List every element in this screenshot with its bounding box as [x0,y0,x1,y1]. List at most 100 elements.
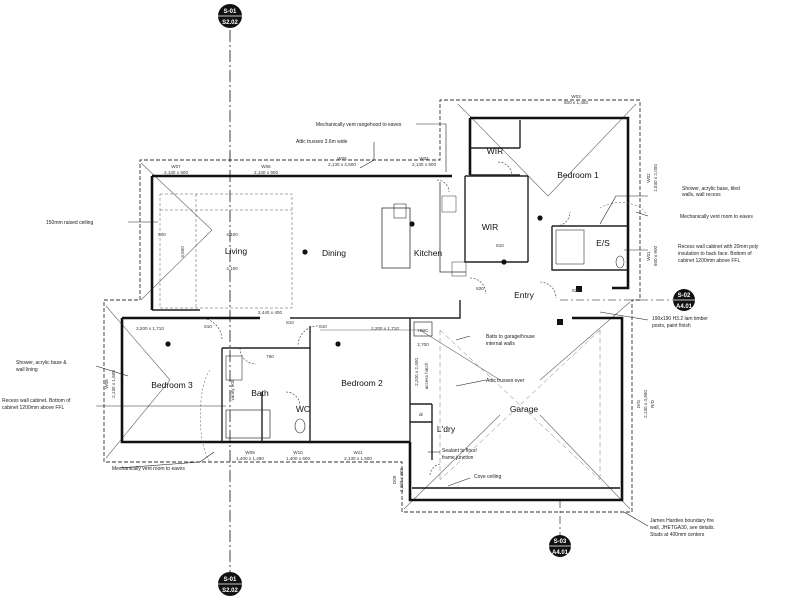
room-label-dining: Dining [322,248,346,258]
dim-760: 760 [266,354,274,359]
garage-side-tag: D/G [636,399,641,408]
note-rangehood: Mechanically vent rangehood to eaves [316,122,402,128]
kitchen-island [381,207,411,269]
leader-lines [95,123,649,527]
section-marker-bottom-ref: S-01 [224,577,237,583]
window-w10-size: 1,400 x 600 [286,456,310,461]
room-label-kitchen: Kitchen [414,248,443,258]
window-w04-size: 2,130 x 600 [412,162,436,167]
section-marker-right-ref: S-02 [678,293,691,299]
door-d09-size: 2,200 x 900 [399,468,404,492]
note-shower2-line2: wall lining [16,367,38,373]
kitchen-bench [439,182,466,273]
entry-post [557,319,563,325]
window-w11-size: 2,130 x 1,500 [344,456,372,461]
note-post-line1: 190x190 H3.2 lam timber [652,316,708,322]
section-marker-lower-right-sheet: A4.01 [552,550,569,556]
room-label-wc: WC [296,404,310,414]
dim-820: 820 [476,286,484,291]
kitchen-sink [393,203,407,219]
section-marker-top: S-01 S2.02 [218,4,242,28]
section-marker-bottom: S-01 S2.02 [218,572,242,596]
note-post-line2: posts, paint finish [652,323,691,329]
section-marker-right: S-02 A4.01 [673,289,695,311]
note-boundary-line2: wall, JHETGA30, see details. [650,525,715,531]
room-label-bath: Bath [251,388,269,398]
window-w05-size: 2,130 x 2,500 [328,162,356,167]
note-cove-ceiling: Cove ceiling [474,474,501,480]
window-w02: W02 [646,173,651,183]
dim-bed2-robe: 2,200 x 1,710 [371,326,399,331]
dim-810-c: 810 [319,324,327,329]
note-recess-es-line2: insulation to back face. Bottom of [678,251,752,257]
dim-810-b: 810 [286,320,294,325]
window-w07: W07 [171,164,181,169]
note-raised-ceiling: 150mm raised ceiling [46,220,93,226]
window-w01: W01 [646,251,651,261]
window-w08-size: 2,130 x 1,600 [111,370,116,398]
section-marker-top-sheet: S2.02 [222,20,238,26]
external-walls [120,116,630,502]
window-w09-size: 1,400 x 1,490 [236,456,264,461]
garage-car-bay [439,329,601,481]
dim-door-820: 820 [572,288,580,293]
bath-tub [225,409,271,439]
room-label-wir-mid: WIR [482,222,499,232]
window-w03-size: 500 x 1,460 [564,100,588,105]
cooktop [441,195,457,213]
smoke-detectors [165,215,543,347]
section-marker-lower-right: S-03 A4.01 [549,535,571,557]
door-swings [199,161,571,477]
dim-access-hatch: access hatch [424,362,429,389]
dim-4100-a: 4,100 [226,232,238,237]
window-w06-size: 2,130 x 900 [254,170,278,175]
room-label-ensuite: E/S [596,238,610,248]
note-recess-es-line1: Recess wall cabinet with 20mm poly [678,244,759,250]
window-w05: W05 [337,156,347,161]
section-marker-right-sheet: A4.01 [676,304,693,310]
dim-vanity: vanity 900 [230,379,235,400]
section-marker-lower-right-ref: S-03 [554,539,567,545]
dryer-label: dr [419,412,424,417]
vanity [225,355,243,381]
room-label-wir-top: WIR [487,146,504,156]
room-label-bedroom-3: Bedroom 3 [151,380,193,390]
garage-side-size: 2,130 x 4,900 [643,390,648,418]
window-w04: W04 [419,156,429,161]
dim-810-a: 810 [204,324,212,329]
note-sealant-line1: Sealant to floor/ [442,448,478,454]
section-marker-top-ref: S-01 [224,9,237,15]
window-w08: W08 [104,379,109,389]
section-marker-bottom-sheet: S2.02 [222,588,238,594]
hwc-unit [413,321,433,337]
room-label-entry: Entry [514,290,535,300]
window-w10: W10 [293,450,303,455]
note-vent-ensuite: Mechanically vent room to eaves [680,214,753,220]
room-label-living: Living [225,246,247,256]
hwc-label: HWC [418,328,430,333]
door-d09: D09 [392,475,397,484]
garage-side-sub: R/D [650,399,655,408]
dim-810-d: 810 [496,243,504,248]
room-label-garage: Garage [510,404,539,414]
window-w01-size: 500 x 900 [653,245,658,266]
window-w11: W11 [353,450,363,455]
window-w09: W09 [245,450,255,455]
dim-2700: 2,700 [417,342,429,347]
note-vent-bath: Mechanically vent room to eaves [112,466,185,472]
window-tags: W03 500 x 1,460 W07 2,130 x 600 W06 2,13… [104,94,658,492]
entry-post-2 [576,286,582,292]
eaves-outline [103,99,641,513]
note-recess-es-line3: cabinet 1200mm above FFL [678,258,740,264]
room-label-laundry: L'dry [437,424,456,434]
note-batts-line1: Batts to garage/house [486,334,535,340]
roof-hip-lines [105,103,637,510]
note-attic-over: Attic trusses over [486,378,525,384]
dim-2200-2400: 2,200 x 2,400 [414,358,419,386]
raised-ceiling-zone [159,193,293,309]
fridge [451,261,467,277]
toilet [294,418,306,434]
note-recess-bath-line1: Recess wall cabinet. Bottom of [2,398,71,404]
ensuite-shower [555,229,585,265]
